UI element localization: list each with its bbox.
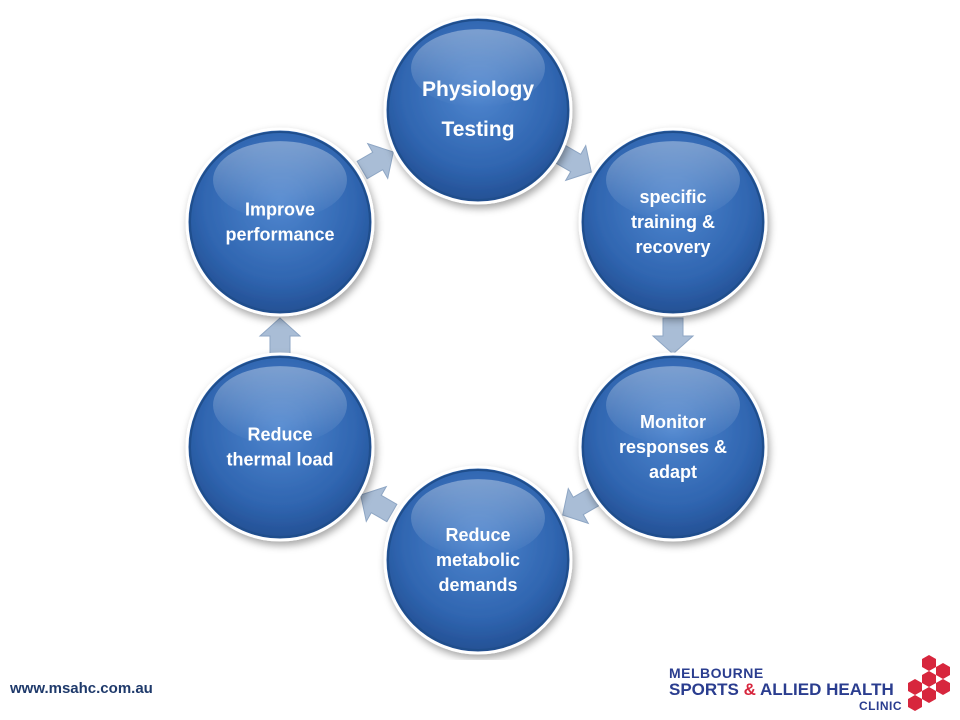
cycle-node-gloss bbox=[411, 29, 545, 108]
clinic-logo: MELBOURNE SPORTS & ALLIED HEALTH CLINIC bbox=[665, 655, 955, 717]
cycle-node-label: Monitor bbox=[640, 412, 706, 432]
flow-arrow-icon bbox=[554, 144, 592, 182]
cycle-node-label: Physiology bbox=[422, 78, 534, 101]
flow-arrow-icon bbox=[356, 142, 394, 180]
cycle-node-label: Improve bbox=[245, 200, 315, 220]
flow-arrow-shape bbox=[562, 487, 600, 525]
cycle-node-label: demands bbox=[438, 575, 517, 595]
cycle-node-monitor: Monitor responses & adapt bbox=[578, 352, 768, 542]
logo-line-2-part-1: SPORTS bbox=[669, 680, 744, 699]
cycle-node-gloss bbox=[411, 479, 545, 558]
flow-arrow-icon bbox=[360, 485, 398, 523]
arrows-layer bbox=[258, 142, 695, 525]
cycle-node-label: thermal load bbox=[226, 450, 333, 470]
cycle-node-label: recovery bbox=[635, 237, 710, 257]
cycle-node-label: responses & bbox=[619, 437, 727, 457]
cycle-node-label: Reduce bbox=[445, 525, 510, 545]
cycle-node-thermal: Reduce thermal load bbox=[185, 352, 375, 542]
flow-arrow-icon bbox=[562, 487, 600, 525]
cycle-node-gloss bbox=[213, 141, 347, 220]
logo-line-1: MELBOURNE bbox=[669, 665, 764, 681]
flow-arrow-icon bbox=[258, 317, 302, 355]
hexagon-logo-icon bbox=[908, 655, 950, 711]
cycle-node-label: performance bbox=[225, 225, 334, 245]
cycle-node-gloss bbox=[606, 366, 740, 445]
cycle-node-ring bbox=[582, 131, 764, 313]
logo-ampersand: & bbox=[743, 680, 756, 699]
flow-arrow-shape bbox=[651, 317, 695, 355]
logo-line-2-part-2: ALLIED HEALTH bbox=[755, 680, 894, 699]
cycle-node-ring bbox=[387, 469, 569, 651]
cycle-node-gloss bbox=[213, 366, 347, 445]
cycle-node-training: specific training & recovery bbox=[578, 127, 768, 317]
cycle-node-label: Reduce bbox=[247, 425, 312, 445]
flow-arrow-shape bbox=[356, 142, 394, 180]
cycle-node-metabolic: Reduce metabolic demands bbox=[383, 465, 573, 655]
flow-arrow-shape bbox=[258, 317, 302, 355]
cycle-node-gloss bbox=[606, 141, 740, 220]
cycle-node-label: adapt bbox=[649, 462, 697, 482]
cycle-node-ring bbox=[387, 19, 569, 201]
cycle-node-ring bbox=[189, 356, 371, 538]
logo-line-3: CLINIC bbox=[859, 699, 902, 713]
cycle-node-ring bbox=[582, 356, 764, 538]
cycle-node-label: specific bbox=[639, 187, 706, 207]
flow-arrow-shape bbox=[554, 144, 592, 182]
cycle-node-performance: Improve performance bbox=[185, 127, 375, 317]
flow-arrow-shape bbox=[360, 485, 398, 523]
cycle-node-label: metabolic bbox=[436, 550, 520, 570]
cycle-node-label: Testing bbox=[441, 118, 514, 141]
flow-arrow-icon bbox=[651, 317, 695, 355]
logo-line-2: SPORTS & ALLIED HEALTH bbox=[669, 680, 894, 700]
cycle-node-label: training & bbox=[631, 212, 715, 232]
cycle-node-ring bbox=[189, 131, 371, 313]
website-url[interactable]: www.msahc.com.au bbox=[10, 680, 153, 697]
